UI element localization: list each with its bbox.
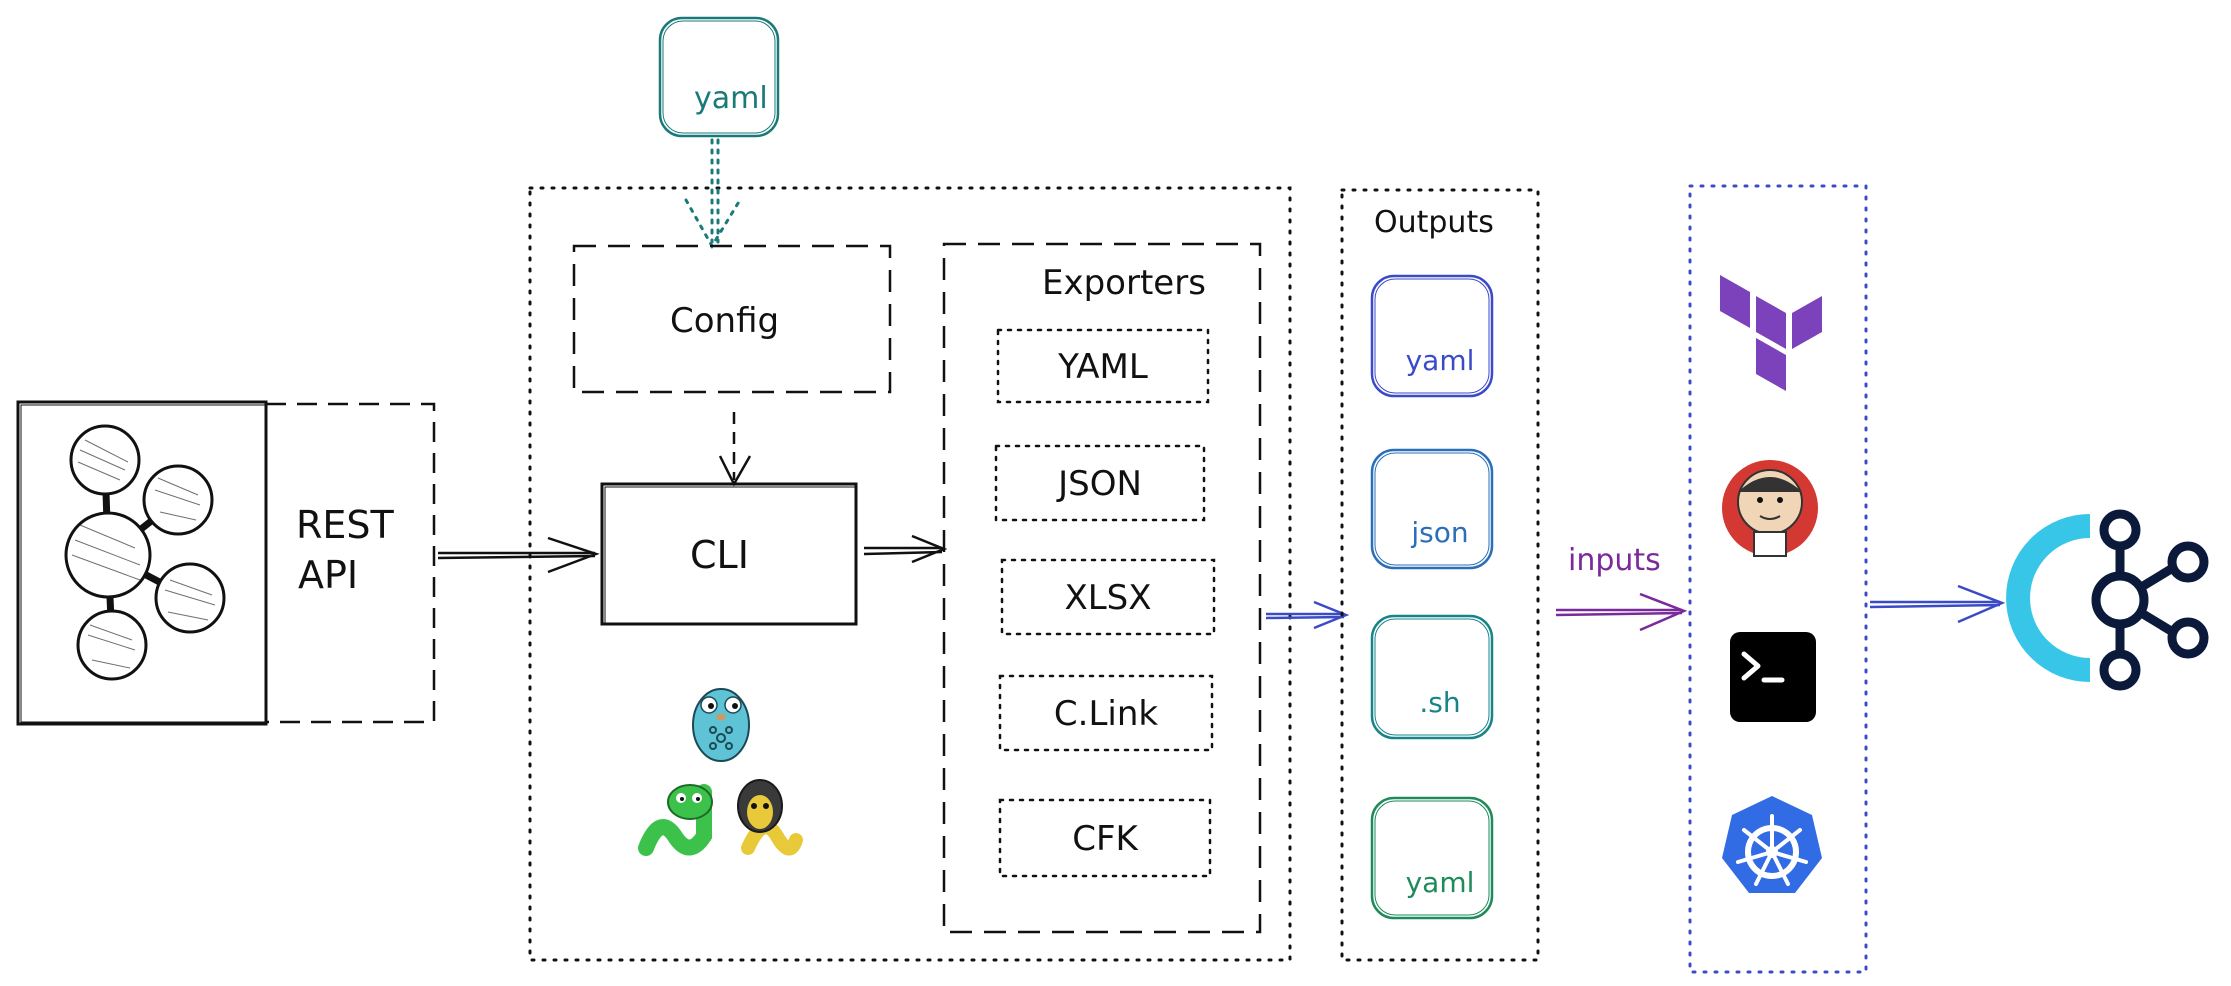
inputs-label: inputs bbox=[1568, 543, 1661, 578]
cli-label: CLI bbox=[690, 533, 749, 577]
output-file-label: json bbox=[1410, 516, 1468, 549]
exporter-item: C.Link bbox=[998, 674, 1214, 752]
config-yaml-label: yaml bbox=[694, 81, 768, 116]
terminal-icon bbox=[1730, 632, 1816, 722]
arrow-config-to-cli bbox=[718, 412, 752, 487]
rest-api-label-line2: API bbox=[298, 553, 358, 597]
exporter-item: JSON bbox=[994, 444, 1206, 522]
output-list: yaml json .sh yaml bbox=[1370, 274, 1494, 920]
config-label: Config bbox=[670, 301, 779, 341]
rest-api-box bbox=[264, 402, 436, 724]
exporters-box bbox=[942, 242, 1262, 934]
python-snakes-icon bbox=[638, 779, 803, 856]
exporter-item: YAML bbox=[996, 328, 1210, 404]
outputs-title: Outputs bbox=[1374, 205, 1494, 240]
kubernetes-icon bbox=[1722, 796, 1822, 893]
arrow-targets-to-kafka bbox=[1869, 584, 2006, 624]
terraform-icon bbox=[1720, 275, 1822, 391]
exporter-item: XLSX bbox=[1000, 558, 1216, 636]
outputs-box bbox=[1340, 188, 1540, 962]
output-file-item: yaml bbox=[1370, 274, 1494, 398]
exporter-label: YAML bbox=[1057, 347, 1148, 387]
cli-container bbox=[528, 186, 1292, 962]
config-yaml-input bbox=[658, 16, 780, 138]
graph-network-icon bbox=[64, 424, 226, 681]
output-file-label: yaml bbox=[1406, 866, 1475, 899]
config-box bbox=[572, 244, 892, 394]
cli-box bbox=[600, 482, 858, 626]
output-file-item: .sh bbox=[1370, 614, 1494, 740]
go-gopher-icon bbox=[692, 688, 750, 762]
output-file-item: yaml bbox=[1370, 796, 1494, 920]
kafka-logo-icon bbox=[2006, 509, 2209, 691]
arrow-rest-to-cli bbox=[437, 536, 600, 574]
rest-api-label-line1: REST bbox=[296, 503, 395, 547]
arrow-outputs-to-targets bbox=[1555, 592, 1688, 632]
exporter-label: XLSX bbox=[1064, 578, 1151, 618]
exporter-label: CFK bbox=[1072, 819, 1139, 859]
arrow-yaml-to-config bbox=[684, 138, 742, 249]
output-file-label: .sh bbox=[1419, 686, 1460, 719]
targets-box bbox=[1688, 184, 1868, 974]
arrow-exporters-to-outputs bbox=[1265, 600, 1350, 630]
jenkins-icon bbox=[1722, 460, 1818, 557]
exporter-item: CFK bbox=[998, 798, 1212, 878]
output-file-item: json bbox=[1370, 448, 1494, 570]
output-file-label: yaml bbox=[1406, 344, 1475, 377]
arrow-cli-to-exporters bbox=[863, 534, 948, 564]
exporter-label: C.Link bbox=[1054, 694, 1158, 734]
exporter-label: JSON bbox=[1056, 464, 1142, 504]
exporters-title: Exporters bbox=[1042, 263, 1206, 303]
